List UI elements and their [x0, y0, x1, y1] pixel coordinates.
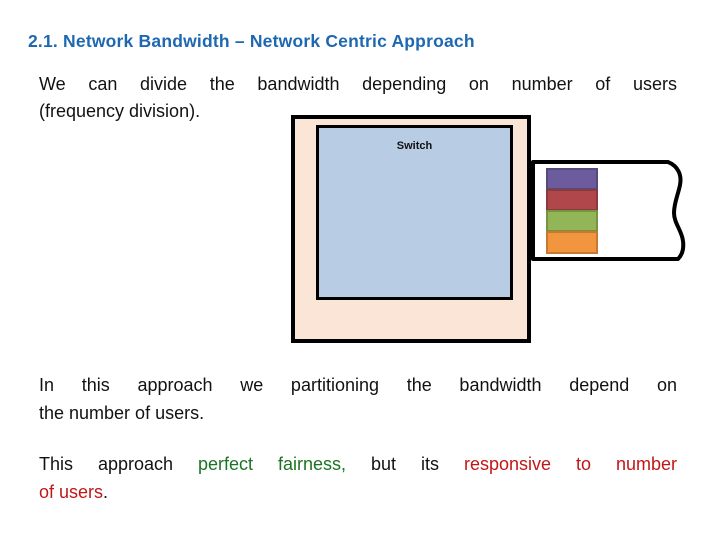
bandwidth-slice-red [546, 189, 598, 211]
conclusion-text-red: responsive to number [463, 454, 677, 474]
conclusion-text-green: perfect fairness, [198, 454, 347, 474]
body-line-1: In this approach we partitioning the ban… [39, 375, 677, 395]
intro-line-1: We can divide the bandwidth depending on… [39, 74, 677, 94]
bandwidth-slice-green [546, 210, 598, 232]
conclusion-line-2: of users. [39, 478, 677, 506]
body-line-2: the number of users. [39, 403, 205, 423]
slide-title: 2.1. Network Bandwidth – Network Centric… [28, 31, 475, 51]
conclusion-text-black-2: but its [346, 454, 464, 474]
paragraph-body: In this approach we partitioning the ban… [39, 371, 677, 427]
conclusion-period: . [103, 482, 109, 502]
paragraph-conclusion: This approach perfect fairness, but its … [39, 450, 677, 506]
bandwidth-slice-orange [546, 231, 598, 254]
switch-label: Switch [396, 140, 433, 152]
conclusion-line-1: This approach perfect fairness, but its … [39, 450, 677, 478]
bandwidth-slice-purple [546, 168, 598, 190]
paragraph-intro: We can divide the bandwidth depending on… [39, 71, 677, 125]
intro-line-2: (frequency division). [39, 101, 201, 121]
conclusion-text-red-2: of users [39, 482, 104, 502]
switch-box: Switch [316, 125, 513, 300]
conclusion-text-black-1: This approach [39, 454, 198, 474]
